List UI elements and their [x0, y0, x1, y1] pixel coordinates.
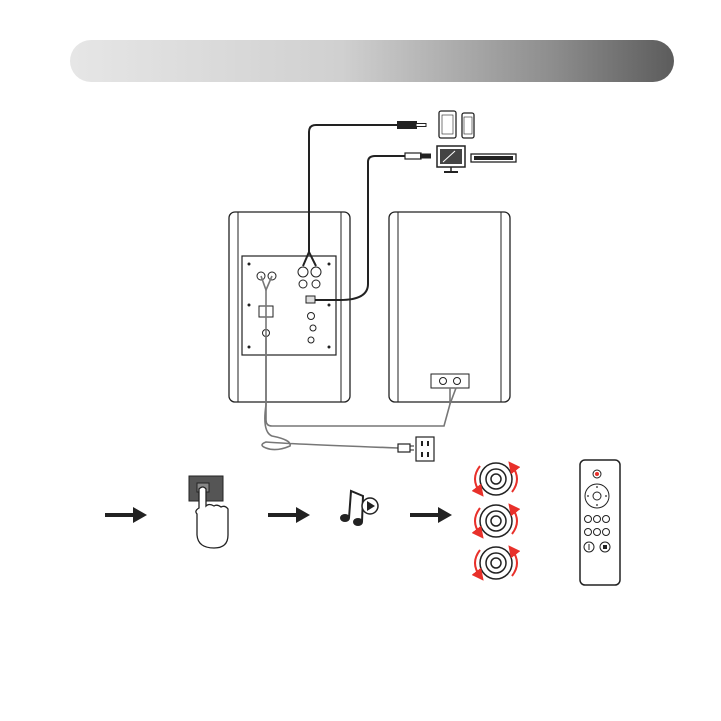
press-power-step: [189, 476, 228, 548]
tv-icon: [437, 146, 465, 172]
volume-knob-icon: [475, 547, 517, 579]
mobile-devices: [439, 111, 474, 138]
step-arrow-1: [105, 507, 147, 523]
rca-jack-l: [298, 267, 308, 277]
rca-jack-r: [311, 267, 321, 277]
power-outlet-icon: [398, 437, 434, 461]
music-play-icon: [340, 491, 378, 526]
passive-speaker-rear: [389, 212, 510, 402]
step-arrow-3: [410, 507, 452, 523]
active-speaker-rear: [229, 212, 350, 402]
rear-panel: [242, 256, 336, 355]
volume-knob-icon: [475, 505, 517, 537]
volume-knob-icon: [475, 463, 517, 495]
step-arrow-2: [268, 507, 310, 523]
soundbar-icon: [471, 154, 516, 162]
remote-control-icon: [580, 460, 620, 585]
speaker-terminal: [431, 374, 469, 388]
volume-knobs: [475, 463, 517, 579]
optical-port: [306, 296, 315, 303]
